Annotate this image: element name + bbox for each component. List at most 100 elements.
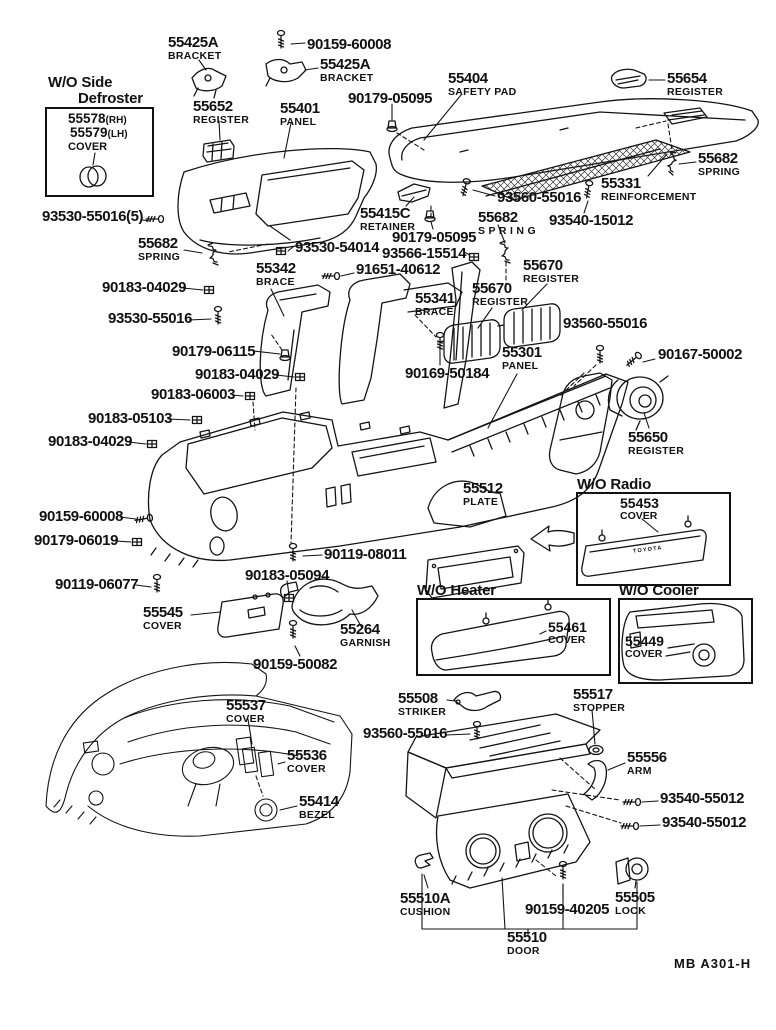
part-label: 55461 COVER <box>548 620 587 646</box>
part-name: BRACE <box>256 276 295 288</box>
panel-55301-drawing <box>548 372 613 475</box>
part-number: 93540-15012 <box>549 212 634 229</box>
part-number: 55425A <box>168 34 219 51</box>
part-number: 55510 <box>507 929 547 946</box>
part-label: 90183-04029 <box>48 434 132 449</box>
part-number: 90159-60008 <box>307 36 392 53</box>
nut-icon <box>279 349 291 362</box>
part-number: 90183-04029 <box>195 366 280 383</box>
part-number: 93540-55012 <box>662 814 747 831</box>
part-label: 93560-55016 <box>363 726 447 741</box>
reinforcement-55331-drawing <box>481 139 691 201</box>
part-label: 55449 COVER <box>625 634 664 660</box>
screw-icon <box>276 29 286 49</box>
part-number: 55342 <box>256 260 296 277</box>
part-number: 90183-04029 <box>48 433 133 450</box>
part-number: 90169-50184 <box>405 365 490 382</box>
part-number: 55556 <box>627 749 667 766</box>
part-name: COVER <box>226 713 265 725</box>
part-number: 55545 <box>143 604 183 621</box>
screw-icon <box>288 619 298 639</box>
inset-wo-side-defroster: 55578(RH) 55579(LH) COVER <box>45 107 154 197</box>
part-label: 93540-15012 <box>549 213 633 228</box>
register-55670-left-drawing <box>437 319 501 364</box>
defroster-cover-drawing <box>79 165 107 188</box>
part-number: 91651-40612 <box>356 261 441 278</box>
part-number: 55650 <box>628 429 668 446</box>
part-name: REGISTER <box>472 296 529 308</box>
clip-icon <box>294 372 306 382</box>
part-number: 55508 <box>398 690 438 707</box>
screw-icon <box>288 542 298 562</box>
part-name: REGISTER <box>193 114 250 126</box>
part-name: BRACE <box>415 306 454 318</box>
register-55654-drawing <box>610 68 647 89</box>
part-number: 90179-06115 <box>172 343 256 360</box>
clip-icon <box>191 415 203 425</box>
part-number: 90167-50002 <box>658 346 743 363</box>
clip-icon <box>131 537 143 547</box>
part-number: 55415C <box>360 205 411 222</box>
part-number: 55510A <box>400 890 451 907</box>
screw-icon <box>558 860 568 880</box>
heater-cover-drawing <box>430 598 570 671</box>
part-name: GARNISH <box>340 637 391 649</box>
spring-icon <box>207 242 219 266</box>
part-label: 93560-55016 <box>497 190 581 205</box>
part-label: 90159-60008 <box>307 37 391 52</box>
part-name: REINFORCEMENT <box>601 191 697 203</box>
part-number: 93566-15514 <box>382 245 467 262</box>
cover-55545-drawing <box>217 592 284 638</box>
part-suffix: (LH) <box>107 129 128 140</box>
inset-header-wo-side: W/O Side <box>48 74 113 91</box>
part-suffix: (RH) <box>105 115 127 126</box>
leader-lines <box>92 42 697 936</box>
part-label: 93560-55016 <box>563 316 647 331</box>
screw-icon <box>435 331 445 351</box>
part-name: REGISTER <box>667 86 724 98</box>
inset-header-wo-cooler: W/O Cooler <box>619 582 699 599</box>
part-number: 55449 <box>625 633 664 649</box>
part-label: 93530-55016(5) <box>42 209 144 224</box>
part-label: 90159-40205 <box>525 902 609 917</box>
part-name: PLATE <box>463 496 499 508</box>
screw-icon <box>472 720 482 740</box>
part-number: 55453 <box>620 495 659 511</box>
clip-icon <box>283 593 295 603</box>
part-number: 93560-55016 <box>563 315 648 332</box>
cushion-icon <box>414 852 434 869</box>
part-label: 90179-06115 <box>172 343 256 360</box>
screw-icon <box>152 573 162 593</box>
part-number: 55512 <box>463 480 503 497</box>
part-name: REGISTER <box>628 445 685 457</box>
inset-wo-cooler <box>618 598 753 684</box>
part-number: 55341 <box>415 290 455 307</box>
part-name: DOOR <box>507 945 540 957</box>
part-number: 90179-05095 <box>348 90 433 107</box>
inset-wo-heater <box>416 598 611 676</box>
arm-55556-drawing <box>583 759 608 801</box>
part-name: PANEL <box>502 360 539 372</box>
clip-icon <box>244 391 256 401</box>
spring-icon <box>499 240 511 264</box>
brace-55341-drawing <box>338 261 481 409</box>
screw-icon <box>460 178 471 197</box>
part-number: 55579 <box>70 125 108 140</box>
part-name: SPRING <box>138 251 181 263</box>
part-name: STRIKER <box>398 706 447 718</box>
bracket-part-drawing <box>191 58 307 99</box>
part-label: 90179-06019 <box>34 533 118 548</box>
screw-icon <box>134 513 154 524</box>
part-number: 55578 <box>68 111 106 126</box>
clip-icon <box>203 285 215 295</box>
